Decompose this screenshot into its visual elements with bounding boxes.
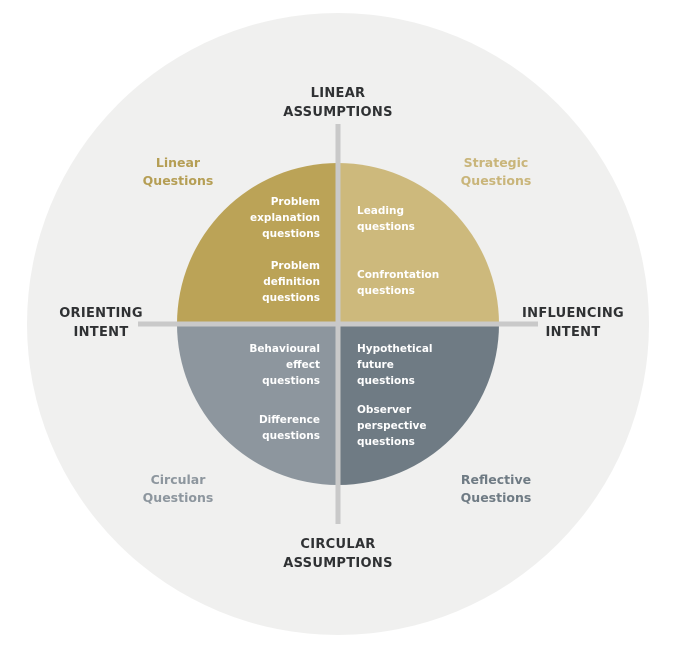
title-linear-line-1: Linear xyxy=(155,155,201,170)
item-behavioural-effect-questions: Behavioural effect questions xyxy=(249,341,320,389)
item-text-line: Problem xyxy=(270,260,320,272)
title-reflective-line-2: Questions xyxy=(460,490,532,505)
item-text-line: questions xyxy=(357,221,415,233)
axis-bottom-line-2: ASSUMPTIONS xyxy=(283,556,393,571)
item-text-line: Hypothetical xyxy=(357,343,433,355)
item-text-line: questions xyxy=(357,375,415,387)
item-text-line: Leading xyxy=(357,205,405,217)
item-text-line: questions xyxy=(357,436,415,448)
item-observer-perspective-questions: Observer perspective questions xyxy=(357,402,427,450)
item-text-line: questions xyxy=(357,285,415,297)
title-circular-line-2: Questions xyxy=(142,490,214,505)
item-text-line: future xyxy=(357,359,394,371)
item-text-line: Confrontation xyxy=(357,269,440,281)
axis-label-left: ORIENTING INTENT xyxy=(46,304,156,342)
item-text-line: definition xyxy=(263,276,320,288)
item-text-line: Observer xyxy=(357,404,412,416)
item-problem-explanation-questions: Problem explanation questions xyxy=(250,194,320,242)
item-text-line: questions xyxy=(262,292,320,304)
quadrant-bottom-right xyxy=(338,324,499,485)
quadrant-title-circular: Circular Questions xyxy=(128,471,228,507)
item-leading-questions: Leading questions xyxy=(357,203,415,235)
title-circular-line-1: Circular xyxy=(150,472,206,487)
item-confrontation-questions: Confrontation questions xyxy=(357,267,439,299)
item-difference-questions: Difference questions xyxy=(259,412,320,444)
axis-label-bottom: CIRCULAR ASSUMPTIONS xyxy=(268,535,408,573)
quadrant-bottom-left xyxy=(177,324,338,485)
axis-right-line-1: INFLUENCING xyxy=(522,306,624,321)
quadrant-title-strategic: Strategic Questions xyxy=(446,154,546,190)
title-linear-line-2: Questions xyxy=(142,173,214,188)
title-reflective-line-1: Reflective xyxy=(460,472,532,487)
quadrant-top-right xyxy=(338,163,499,324)
item-text-line: explanation xyxy=(250,212,320,224)
item-text-line: Problem xyxy=(270,196,320,208)
item-text-line: effect xyxy=(286,359,320,371)
item-problem-definition-questions: Problem definition questions xyxy=(262,258,320,306)
axis-label-right: INFLUENCING INTENT xyxy=(513,304,633,342)
title-strategic-line-1: Strategic xyxy=(463,155,529,170)
item-text-line: questions xyxy=(262,430,320,442)
item-text-line: questions xyxy=(262,375,320,387)
item-text-line: perspective xyxy=(357,420,427,432)
quadrant-title-linear: Linear Questions xyxy=(128,154,228,190)
title-strategic-line-2: Questions xyxy=(460,173,532,188)
item-hypothetical-future-questions: Hypothetical future questions xyxy=(357,341,433,389)
item-text-line: Difference xyxy=(258,414,320,426)
axis-label-top: LINEAR ASSUMPTIONS xyxy=(268,84,408,122)
axis-top-line-1: LINEAR xyxy=(310,86,366,101)
axis-bottom-line-1: CIRCULAR xyxy=(300,537,376,552)
quadrant-top-left xyxy=(177,163,338,324)
axis-left-line-2: INTENT xyxy=(73,325,129,340)
item-text-line: questions xyxy=(262,228,320,240)
quadrant-title-reflective: Reflective Questions xyxy=(446,471,546,507)
item-text-line: Behavioural xyxy=(249,343,320,355)
axis-top-line-2: ASSUMPTIONS xyxy=(283,105,393,120)
axis-left-line-1: ORIENTING xyxy=(59,306,143,321)
axis-right-line-2: INTENT xyxy=(545,325,601,340)
